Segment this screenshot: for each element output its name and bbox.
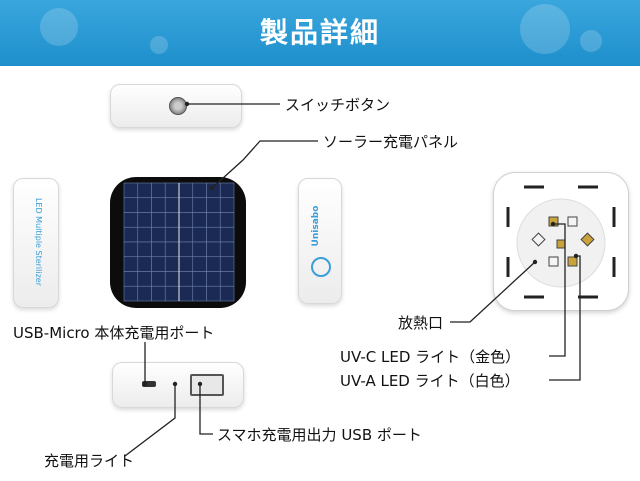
solar-cell <box>219 285 235 302</box>
label-switch-button: スイッチボタン <box>285 96 391 114</box>
label-usb-micro-port: USB-Micro 本体充電用ポート <box>13 324 215 342</box>
usb-a-port-graphic <box>190 374 224 396</box>
device-top-view <box>110 84 242 128</box>
label-usb-output-port: スマホ充電用出力 USB ポート <box>217 426 422 444</box>
usb-micro-port-graphic <box>142 381 156 387</box>
label-vent: 放熱口 <box>398 314 444 332</box>
decor-bokeh <box>40 8 78 46</box>
brand-logo-icon <box>311 257 331 277</box>
uv-led-icon <box>531 216 595 267</box>
page-title: 製品詳細 <box>259 16 380 49</box>
decor-bokeh <box>520 4 570 54</box>
decor-bokeh <box>580 30 602 52</box>
decor-bokeh <box>150 36 168 54</box>
label-solar-panel: ソーラー充電パネル <box>323 133 459 151</box>
device-side-left: LED Multiple Sterilizer <box>13 178 59 308</box>
device-bottom-view <box>112 362 244 408</box>
solar-panel-front <box>110 177 246 308</box>
label-uvc-led: UV-C LED ライト（金色） <box>340 348 521 366</box>
label-charge-light: 充電用ライト <box>44 452 135 470</box>
label-uva-led: UV-A LED ライト（白色） <box>340 372 520 390</box>
device-side-right: Unisabo <box>298 178 342 304</box>
header-banner: 製品詳細 <box>0 0 640 66</box>
device-back-view <box>493 172 629 311</box>
